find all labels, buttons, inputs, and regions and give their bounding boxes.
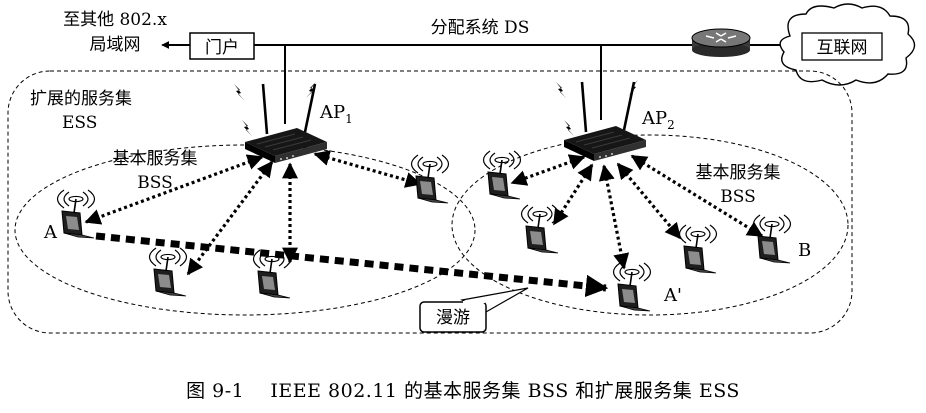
bss-right-label-line1: 基本服务集 bbox=[696, 163, 781, 183]
laptop-icon-b bbox=[752, 214, 792, 264]
laptop-icon-a-prime bbox=[612, 262, 652, 312]
portal-label: 门户 bbox=[205, 38, 239, 58]
internet-label: 互联网 bbox=[817, 38, 868, 58]
station-b-label: B bbox=[798, 240, 811, 261]
bss2-links bbox=[510, 154, 764, 270]
portal-box bbox=[189, 32, 255, 60]
laptop-icon-a bbox=[56, 189, 96, 239]
roaming-callout-box bbox=[419, 301, 487, 333]
station-a-prime-label: A' bbox=[663, 285, 682, 306]
bss-right-boundary bbox=[451, 134, 849, 316]
internet-box bbox=[801, 32, 883, 61]
laptop-icon-bss1-bottom-left bbox=[148, 247, 188, 297]
other-lan-label-line1: 至其他 802.x bbox=[63, 10, 167, 30]
ap2-signal-icons bbox=[554, 78, 640, 136]
bss-right-label-line2: BSS bbox=[720, 187, 756, 207]
roaming-label: 漫游 bbox=[436, 308, 470, 328]
bss-left-label-line2: BSS bbox=[137, 173, 173, 193]
ess-boundary bbox=[7, 70, 853, 334]
roaming-path bbox=[95, 232, 609, 298]
other-lan-label-line2: 局域网 bbox=[90, 35, 141, 55]
figure-caption: 图 9-1 IEEE 802.11 的基本服务集 BSS 和扩展服务集 ESS bbox=[186, 380, 740, 402]
ap1-label: AP1 bbox=[319, 102, 353, 126]
laptop-icon-bss1-bottom bbox=[252, 249, 292, 299]
ap2-device bbox=[562, 80, 648, 163]
bss-left-boundary bbox=[14, 144, 476, 316]
laptop-icon-bss2-lower-left bbox=[520, 204, 560, 254]
ap2-label: AP2 bbox=[641, 108, 675, 132]
station-a-label: A bbox=[43, 222, 58, 243]
laptop-icon-bss2-left bbox=[482, 150, 522, 200]
laptop-icon-bss2-middle bbox=[678, 224, 718, 274]
router-icon bbox=[691, 28, 751, 57]
bss-left-label-line1: 基本服务集 bbox=[113, 149, 198, 169]
distribution-system-label: 分配系统 DS bbox=[431, 18, 530, 38]
laptop-icon-bss1-right bbox=[410, 154, 450, 204]
ess-label-line2: ESS bbox=[62, 113, 97, 133]
bss1-links bbox=[84, 150, 422, 276]
ess-label-line1: 扩展的服务集 bbox=[30, 89, 132, 109]
